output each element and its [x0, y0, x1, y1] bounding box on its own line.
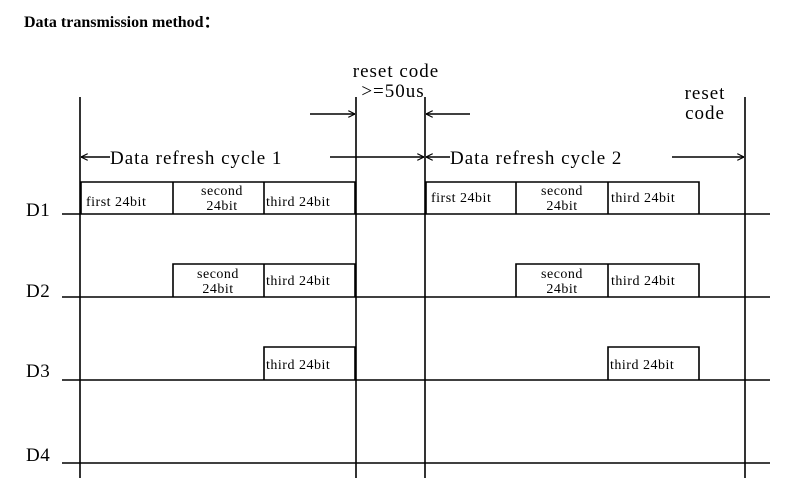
d3-c1-third-block: third 24bit — [266, 358, 330, 373]
d1-c1-second-block-line2: 24bit — [206, 199, 237, 214]
row-label-d3: D3 — [26, 361, 50, 382]
row-d4: D4 — [26, 445, 770, 466]
reset-code-duration-label: >=50us — [361, 81, 424, 102]
page-title: Data transmission method： — [24, 14, 220, 31]
row-label-d1: D1 — [26, 200, 50, 221]
cycle-1-label: Data refresh cycle 1 — [110, 148, 282, 169]
d2-c2-second-block-line1: second — [541, 267, 583, 282]
d1-c2-third-block: third 24bit — [611, 191, 675, 206]
row-d2: D2 second 24bit third 24bit second 24bit… — [26, 263, 770, 302]
d2-c1-second-block-line2: 24bit — [202, 282, 233, 297]
reset-code-label-1: reset code — [353, 61, 439, 82]
reset-code-label-2-line1: reset — [685, 83, 726, 104]
row-label-d4: D4 — [26, 445, 50, 466]
d1-c1-third-block: third 24bit — [266, 195, 330, 210]
row-d3: D3 third 24bit third 24bit — [26, 346, 770, 382]
d1-c1-second-block-line1: second — [201, 184, 243, 199]
d3-cycle-2-pulse — [607, 346, 700, 380]
d3-cycle-1-pulse — [263, 346, 356, 380]
d1-c2-first-block: first 24bit — [431, 191, 491, 206]
d2-c2-third-block: third 24bit — [611, 274, 675, 289]
d1-cycle-2-pulse — [425, 181, 700, 214]
cycle-2-label: Data refresh cycle 2 — [450, 148, 622, 169]
d1-c2-second-block-line1: second — [541, 184, 583, 199]
d1-cycle-1-pulse — [80, 181, 356, 214]
d3-c2-third-block: third 24bit — [610, 358, 674, 373]
boundary-lines — [79, 97, 746, 478]
d1-c2-second-block-line2: 24bit — [546, 199, 577, 214]
d2-c1-third-block: third 24bit — [266, 274, 330, 289]
row-d1: D1 first 24bit second 24bit third 24bit … — [26, 181, 770, 221]
d2-c1-second-block-line1: second — [197, 267, 239, 282]
reset-code-label-2-line2: code — [685, 103, 725, 124]
d1-c1-first-block: first 24bit — [86, 195, 146, 210]
d2-c2-second-block-line2: 24bit — [546, 282, 577, 297]
row-label-d2: D2 — [26, 281, 50, 302]
